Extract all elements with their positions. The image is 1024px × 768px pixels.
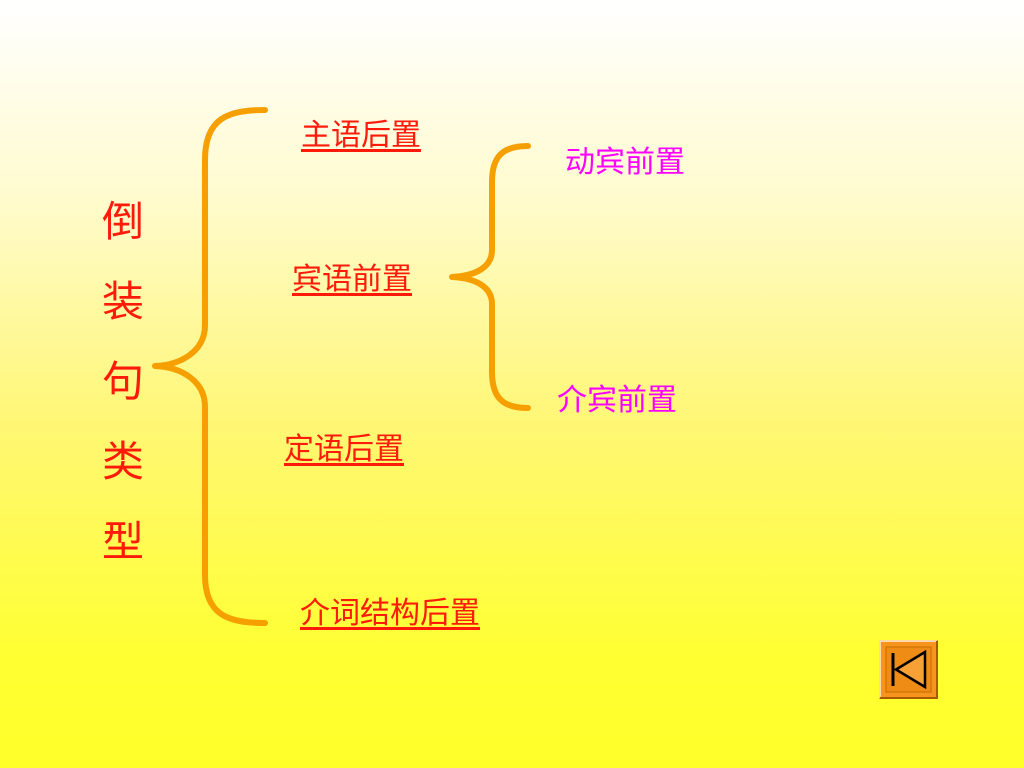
link-subject-postposition[interactable]: 主语后置 [301,118,421,153]
sub-item-verb-object: 动宾前置 [565,145,685,180]
link-prep-phrase-postposition[interactable]: 介词结构后置 [300,596,480,631]
main-brace [152,107,268,626]
title-char: 类 [101,437,144,486]
skip-to-start-icon [879,640,938,699]
diagram-title: 倒 装 句 类 型 [98,182,148,582]
title-char: 倒 [101,197,144,246]
title-char: 装 [101,277,144,326]
title-char: 句 [101,357,144,406]
sub-brace [449,143,531,411]
nav-first-slide-button[interactable] [879,640,938,699]
link-attributive-postposition[interactable]: 定语后置 [284,432,404,467]
link-object-preposition[interactable]: 宾语前置 [292,262,412,297]
sub-item-prep-object: 介宾前置 [557,383,677,418]
title-char: 型 [101,517,144,566]
